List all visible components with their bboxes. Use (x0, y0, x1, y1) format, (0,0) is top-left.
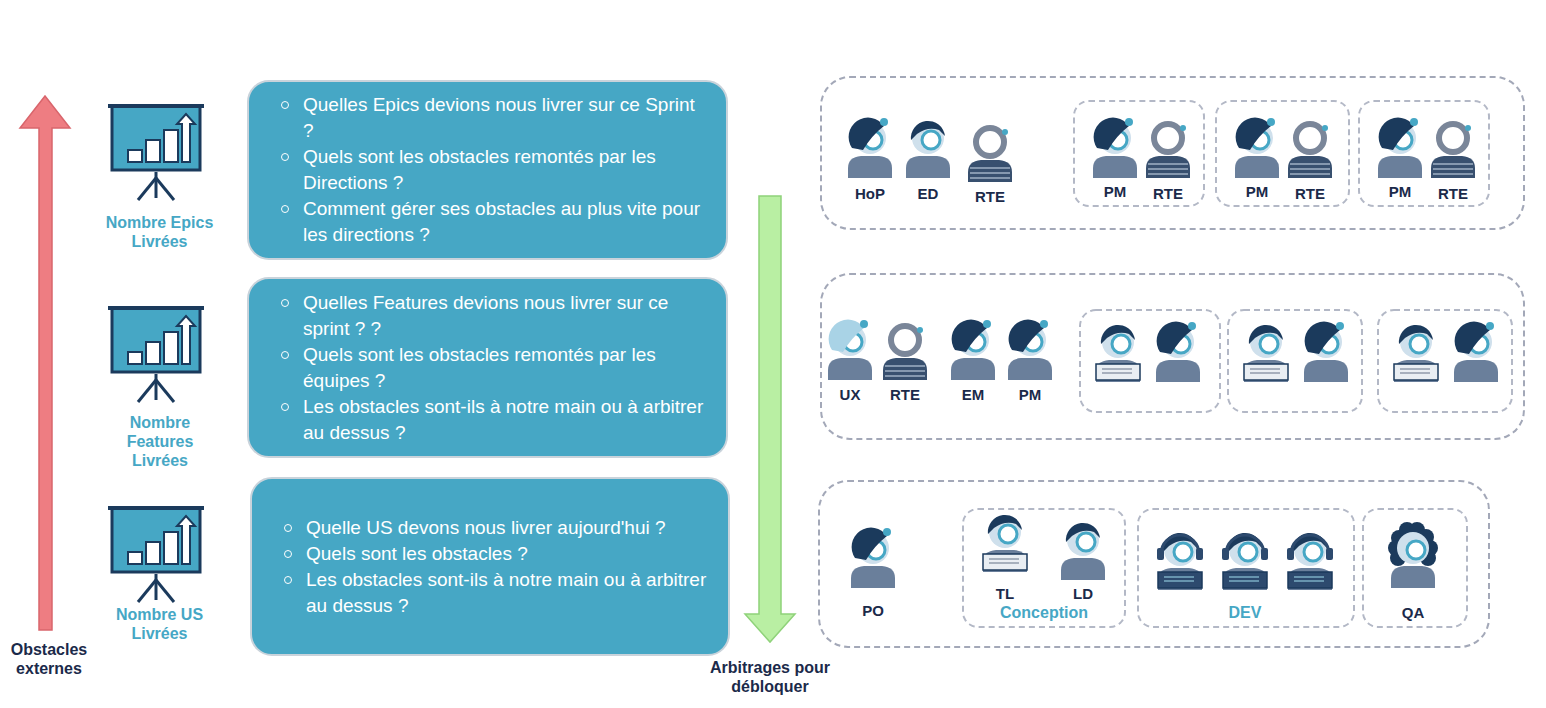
person-avatar (1146, 124, 1190, 178)
metric-label: Nombre Features Livrées (115, 413, 205, 470)
role-label: RTE (1295, 185, 1325, 202)
role-label: RTE (975, 188, 1005, 205)
role-label: PM (1019, 386, 1042, 403)
role-label: EM (962, 386, 985, 403)
person-avatar (1454, 322, 1498, 382)
role-label: QA (1402, 604, 1425, 621)
team-group-outline (1378, 310, 1512, 412)
chart-icon (108, 106, 204, 200)
external-obstacles-arrow (20, 96, 70, 630)
question-box: Quelles Features devions nous livrer sur… (247, 277, 728, 458)
metric-label: Nombre Epics Livrées (97, 213, 222, 251)
arbitration-arrow (745, 196, 795, 642)
person-avatar (1235, 118, 1279, 178)
person-avatar (828, 320, 872, 380)
person-avatar (951, 320, 995, 380)
team-group: PM RTE (1358, 100, 1490, 207)
question-item: Quelles Features devions nous livrer sur… (281, 290, 710, 342)
role-label: UX (840, 386, 861, 403)
person-avatar (883, 326, 927, 380)
role-label: DEV (1229, 604, 1262, 621)
person-avatar (906, 121, 950, 178)
metric-label: Nombre US Livrées (97, 605, 222, 643)
role-label: HoP (855, 185, 885, 202)
role-label: PM (1104, 183, 1127, 200)
person-avatar (983, 515, 1027, 572)
team-group: PM RTE (1073, 100, 1205, 207)
person-avatar (1222, 533, 1268, 590)
question-box: Quelle US devons nous livrer aujourd'hui… (250, 477, 730, 656)
role-label: ED (918, 185, 939, 202)
person-avatar (1388, 522, 1438, 588)
chart-icon (108, 308, 204, 402)
level-container: UX RTE EM PM (820, 273, 1525, 440)
person-avatar (1157, 533, 1203, 590)
person-avatar (848, 118, 892, 178)
person-avatar (1431, 124, 1475, 178)
level-container: HoP ED RTE PM RTE PM RTE PM RTE (820, 76, 1525, 230)
level-container: PO TL LD Conception DEV QA (818, 480, 1490, 648)
person-avatar (1096, 325, 1140, 382)
role-label: PM (1246, 183, 1269, 200)
team-group-outline (1228, 310, 1362, 412)
question-item: Quelles Epics devions nous livrer sur ce… (281, 92, 710, 144)
role-label: RTE (1153, 185, 1183, 202)
question-box: Quelles Epics devions nous livrer sur ce… (247, 80, 728, 260)
person-avatar (1304, 322, 1348, 382)
question-item: Comment gérer ses obstacles au plus vite… (281, 196, 710, 248)
person-avatar (968, 128, 1012, 182)
person-avatar (1008, 320, 1052, 380)
team-group: DEV (1137, 508, 1355, 628)
person-avatar (1394, 325, 1438, 382)
person-avatar (1061, 523, 1105, 580)
role-label: RTE (890, 386, 920, 403)
question-item: Les obstacles sont-ils à notre main ou à… (284, 567, 712, 619)
person-avatar (1287, 533, 1333, 590)
person-avatar (1093, 118, 1137, 178)
team-group-outline (1080, 310, 1220, 412)
role-label: RTE (1438, 185, 1468, 202)
question-item: Quels sont les obstacles ? (284, 541, 712, 567)
person-avatar (851, 528, 895, 588)
role-label: PO (862, 602, 884, 619)
team-group: TL LD Conception (962, 508, 1126, 628)
arrow-label: Arbitrages pour débloquer (690, 658, 850, 696)
role-label: TL (996, 585, 1014, 602)
person-avatar (1378, 118, 1422, 178)
role-label: Conception (1000, 604, 1088, 621)
person-avatar (1156, 322, 1200, 382)
person-avatar (1288, 124, 1332, 178)
chart-icon (108, 508, 204, 602)
person-avatar (1244, 325, 1288, 382)
question-item: Quelle US devons nous livrer aujourd'hui… (284, 515, 712, 541)
arrow-label: Obstacles externes (3, 640, 95, 678)
question-item: Quels sont les obstacles remontés par le… (281, 342, 710, 394)
role-label: LD (1073, 585, 1093, 602)
role-label: PM (1389, 183, 1412, 200)
team-group: QA (1362, 508, 1468, 628)
question-item: Quels sont les obstacles remontés par le… (281, 144, 710, 196)
team-group: PM RTE (1215, 100, 1350, 207)
question-item: Les obstacles sont-ils à notre main ou à… (281, 394, 710, 446)
